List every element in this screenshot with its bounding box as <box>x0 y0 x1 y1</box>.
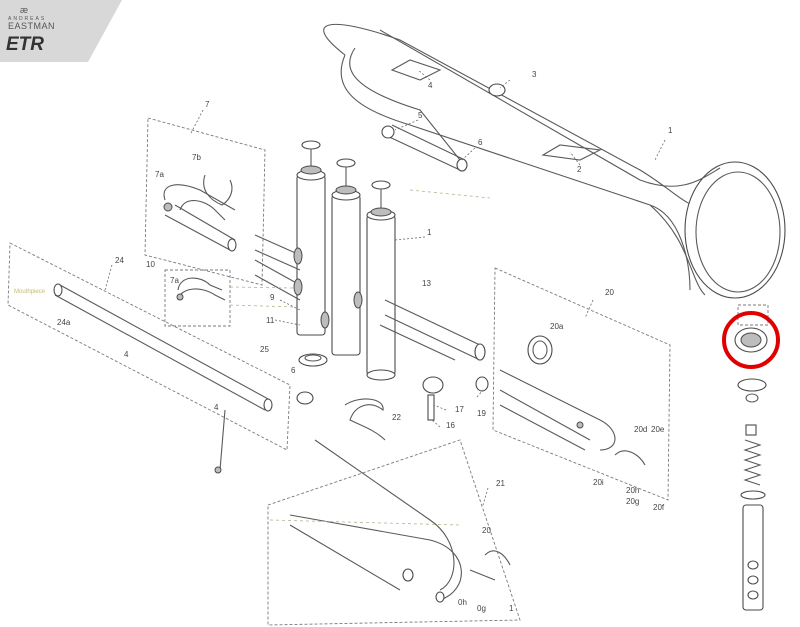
part-label: 16 <box>446 421 455 430</box>
part-label: 24 <box>115 256 124 265</box>
brand-logo: æ <box>20 5 29 15</box>
part-label: 20g <box>626 497 639 506</box>
part-label: 24a <box>57 318 71 327</box>
part-label: 25 <box>260 345 269 354</box>
highlight-circle <box>722 311 780 369</box>
part-label: 20d <box>634 425 647 434</box>
part-label: 7a <box>155 170 164 179</box>
leadpipe-group <box>144 117 266 286</box>
part-label: 6 <box>291 366 296 375</box>
third-slide-group <box>492 267 671 501</box>
part-label: 9 <box>270 293 275 302</box>
valve-components-column <box>734 304 769 611</box>
part-label: 11 <box>266 316 275 325</box>
part-label: 4 <box>428 81 433 90</box>
part-label: 3 <box>532 70 537 79</box>
part-label: 1 <box>668 126 673 135</box>
first-slide-group <box>267 439 521 626</box>
part-label: 22 <box>392 413 401 422</box>
part-label: 20 <box>605 288 614 297</box>
leader-lines <box>104 69 666 506</box>
part-label: 10 <box>146 260 155 269</box>
part-label: 19 <box>477 409 486 418</box>
part-label: 21 <box>496 479 505 488</box>
part-label: 4 <box>214 403 219 412</box>
part-label: 20e <box>651 425 665 434</box>
part-label: 7 <box>205 100 210 109</box>
valve-slide-group <box>164 269 231 327</box>
mouthpipe-tube: Mouthpiece <box>7 242 291 474</box>
brand-name-bottom: EASTMAN <box>8 21 55 31</box>
model-title: ETR <box>6 34 44 55</box>
center-lines <box>229 189 491 526</box>
part-label: 0h <box>458 598 467 607</box>
part-label: 20a <box>550 322 564 331</box>
brand-name-top: ANDREAS <box>8 16 46 22</box>
part-label: 20f <box>653 503 665 512</box>
mouthpiece-label: Mouthpiece <box>14 289 46 295</box>
valve-cluster <box>254 140 489 441</box>
part-label: 5 <box>418 111 423 120</box>
part-label: 20h <box>626 486 639 495</box>
part-label: 1 <box>509 604 514 613</box>
part-labels: 1 2 3 4 5 6 7 7a 7b 1 9 10 7a 11 25 13 6… <box>57 70 673 613</box>
part-label: 0g <box>477 604 486 613</box>
part-label: 7b <box>192 153 201 162</box>
part-label: 13 <box>422 279 431 288</box>
part-label: 2 <box>577 165 582 174</box>
part-label: 1 <box>427 228 432 237</box>
bell-section <box>323 23 786 299</box>
part-label: 20i <box>593 478 604 487</box>
part-label: 20 <box>482 526 491 535</box>
part-label: 4 <box>124 350 129 359</box>
part-label: 17 <box>455 405 464 414</box>
part-label: 7a <box>170 276 179 285</box>
part-label: 6 <box>478 138 483 147</box>
header-tab: æ ANDREAS EASTMAN ETR <box>0 0 122 62</box>
